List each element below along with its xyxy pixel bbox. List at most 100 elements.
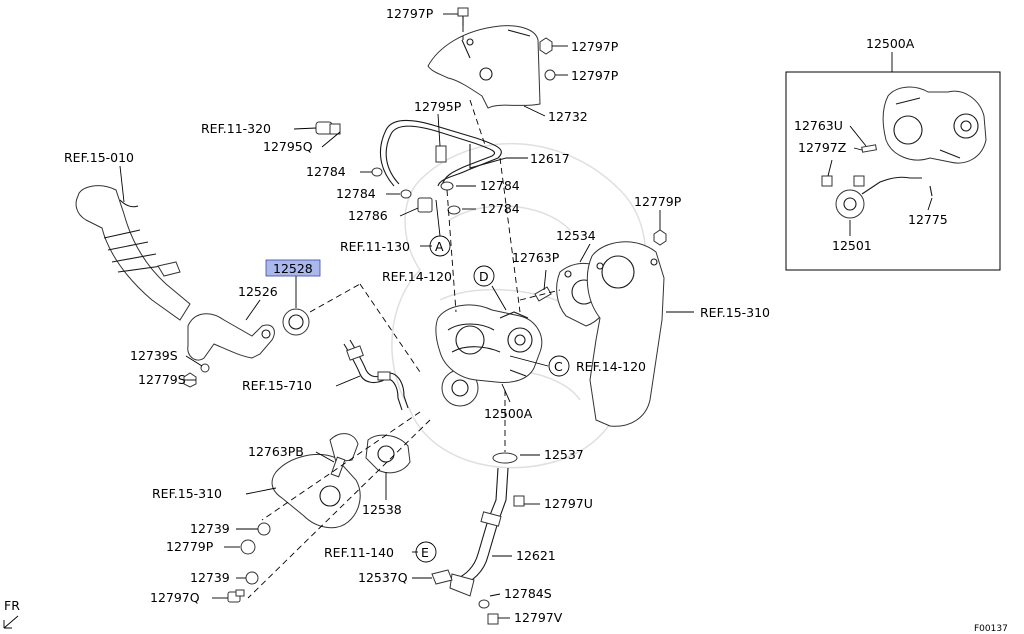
ref-circle-D: D bbox=[473, 265, 495, 287]
label-12779P-left[interactable]: 12779P bbox=[166, 539, 214, 554]
intake-hose[interactable] bbox=[75, 185, 191, 321]
label-12784-a[interactable]: 12784 bbox=[306, 164, 346, 179]
gasket-12538[interactable] bbox=[365, 434, 411, 474]
label-12617[interactable]: 12617 bbox=[530, 151, 570, 166]
label-12797P-mid[interactable]: 12797P bbox=[571, 39, 619, 54]
part-labels: 12797P 12797P 12797P 12732 12795P 12617 … bbox=[64, 6, 770, 625]
label-12538[interactable]: 12538 bbox=[362, 502, 402, 517]
label-12795Q[interactable]: 12795Q bbox=[263, 139, 313, 154]
label-12795P[interactable]: 12795P bbox=[414, 99, 462, 114]
label-12621[interactable]: 12621 bbox=[516, 548, 556, 563]
highlight-box-12528 bbox=[265, 259, 321, 277]
inset-label-12763U[interactable]: 12763U bbox=[794, 118, 843, 133]
inset-title[interactable]: 12500A bbox=[866, 36, 915, 51]
inset-actuator-12501[interactable] bbox=[835, 175, 922, 219]
label-ref-14-120-c[interactable]: REF.14-120 bbox=[576, 359, 646, 374]
gasket-12537Q[interactable] bbox=[431, 569, 453, 585]
washer-12739-b[interactable] bbox=[245, 571, 259, 585]
washer-12739-a[interactable] bbox=[257, 522, 271, 536]
label-12500A-main[interactable]: 12500A bbox=[484, 406, 533, 421]
inset-label-12775[interactable]: 12775 bbox=[908, 212, 948, 227]
label-12784S[interactable]: 12784S bbox=[504, 586, 552, 601]
bolt-12797U[interactable] bbox=[513, 495, 525, 507]
ref-circle-E: E bbox=[415, 541, 437, 563]
inset-turbocharger[interactable] bbox=[882, 86, 987, 164]
gasket-12784-d[interactable] bbox=[447, 205, 461, 215]
leader-lines bbox=[119, 13, 694, 619]
label-ref-11-320[interactable]: REF.11-320 bbox=[201, 121, 271, 136]
inlet-pipe-12526[interactable] bbox=[187, 313, 275, 361]
label-12784-d[interactable]: 12784 bbox=[480, 201, 520, 216]
ref-circle-A: A bbox=[429, 235, 451, 257]
label-12528[interactable]: 12528 bbox=[273, 261, 313, 276]
label-12779P-right[interactable]: 12779P bbox=[634, 194, 682, 209]
label-ref-11-140[interactable]: REF.11-140 bbox=[324, 545, 394, 560]
label-12797P-top[interactable]: 12797P bbox=[386, 6, 434, 21]
inset-bolt-12797Z[interactable] bbox=[821, 175, 833, 187]
nut-12797P-mid[interactable] bbox=[539, 37, 553, 55]
label-12784-b[interactable]: 12784 bbox=[480, 178, 520, 193]
inset-12500A: 12500A 12763U 12797Z bbox=[785, 36, 1001, 271]
oil-pipe-12617[interactable] bbox=[379, 119, 507, 187]
label-12537Q[interactable]: 12537Q bbox=[358, 570, 408, 585]
union-12786[interactable] bbox=[417, 197, 433, 213]
washer-12779P-left[interactable] bbox=[240, 539, 256, 555]
label-12739S[interactable]: 12739S bbox=[130, 348, 178, 363]
front-arrow-icon bbox=[3, 615, 19, 629]
inset-stud-12763U[interactable] bbox=[861, 144, 877, 153]
label-12779S[interactable]: 12779S bbox=[138, 372, 186, 387]
oil-return-pipe-12621[interactable] bbox=[449, 467, 509, 597]
label-12739-b[interactable]: 12739 bbox=[190, 570, 230, 585]
label-ref-15-310-left[interactable]: REF.15-310 bbox=[152, 486, 222, 501]
front-label: FR bbox=[4, 598, 20, 613]
label-12526[interactable]: 12526 bbox=[238, 284, 278, 299]
bolt-12797V[interactable] bbox=[487, 613, 499, 625]
label-12786[interactable]: 12786 bbox=[348, 208, 388, 223]
gasket-12784-b[interactable] bbox=[400, 189, 412, 199]
label-12763P[interactable]: 12763P bbox=[512, 250, 560, 265]
inset-pin-12775[interactable] bbox=[929, 185, 933, 197]
label-12537[interactable]: 12537 bbox=[544, 447, 584, 462]
ref-circle-A-letter: A bbox=[435, 239, 444, 254]
ref-circle-C: C bbox=[548, 355, 570, 377]
label-12797V[interactable]: 12797V bbox=[514, 610, 563, 625]
inset-label-12797Z[interactable]: 12797Z bbox=[798, 140, 846, 155]
union-bolt-12795P[interactable] bbox=[435, 145, 447, 163]
bolt-12797P-top[interactable] bbox=[457, 7, 469, 26]
turbocharger-12500A[interactable] bbox=[435, 304, 543, 407]
gasket-12784-a[interactable] bbox=[371, 167, 383, 177]
label-12797P-low[interactable]: 12797P bbox=[571, 68, 619, 83]
heat-shield-12732[interactable] bbox=[427, 25, 541, 109]
front-direction-indicator: FR bbox=[3, 598, 20, 629]
washer-12784S[interactable] bbox=[478, 599, 490, 609]
ref-circle-D-letter: D bbox=[479, 269, 489, 284]
washer-12797P-low[interactable] bbox=[544, 69, 556, 81]
wastegate-hose[interactable] bbox=[343, 339, 409, 411]
label-12797U[interactable]: 12797U bbox=[544, 496, 593, 511]
label-12534[interactable]: 12534 bbox=[556, 228, 596, 243]
nut-12779P-right[interactable] bbox=[653, 229, 667, 246]
union-bolt-12795Q[interactable] bbox=[315, 121, 341, 135]
label-ref-14-120-d[interactable]: REF.14-120 bbox=[382, 269, 452, 284]
label-12784-c[interactable]: 12784 bbox=[336, 186, 376, 201]
label-ref-15-010[interactable]: REF.15-010 bbox=[64, 150, 134, 165]
label-12763PB[interactable]: 12763PB bbox=[248, 444, 304, 459]
label-12797Q[interactable]: 12797Q bbox=[150, 590, 200, 605]
label-ref-11-130[interactable]: REF.11-130 bbox=[340, 239, 410, 254]
inset-label-12501[interactable]: 12501 bbox=[832, 238, 872, 253]
bolt-12739S[interactable] bbox=[200, 363, 210, 373]
ref-circle-E-letter: E bbox=[421, 545, 429, 560]
label-ref-15-310-right[interactable]: REF.15-310 bbox=[700, 305, 770, 320]
gasket-12537[interactable] bbox=[492, 452, 518, 464]
label-12732[interactable]: 12732 bbox=[548, 109, 588, 124]
bolt-12797Q[interactable] bbox=[227, 589, 245, 603]
label-12739-a[interactable]: 12739 bbox=[190, 521, 230, 536]
stud-12763PB[interactable] bbox=[330, 456, 346, 478]
assembly-lines bbox=[247, 26, 561, 599]
label-ref-15-710[interactable]: REF.15-710 bbox=[242, 378, 312, 393]
gasket-12784-c[interactable] bbox=[440, 181, 454, 191]
exhaust-outlet-elbow[interactable] bbox=[586, 241, 665, 427]
ref-circle-C-letter: C bbox=[554, 359, 563, 374]
gasket-12528[interactable] bbox=[282, 308, 310, 336]
